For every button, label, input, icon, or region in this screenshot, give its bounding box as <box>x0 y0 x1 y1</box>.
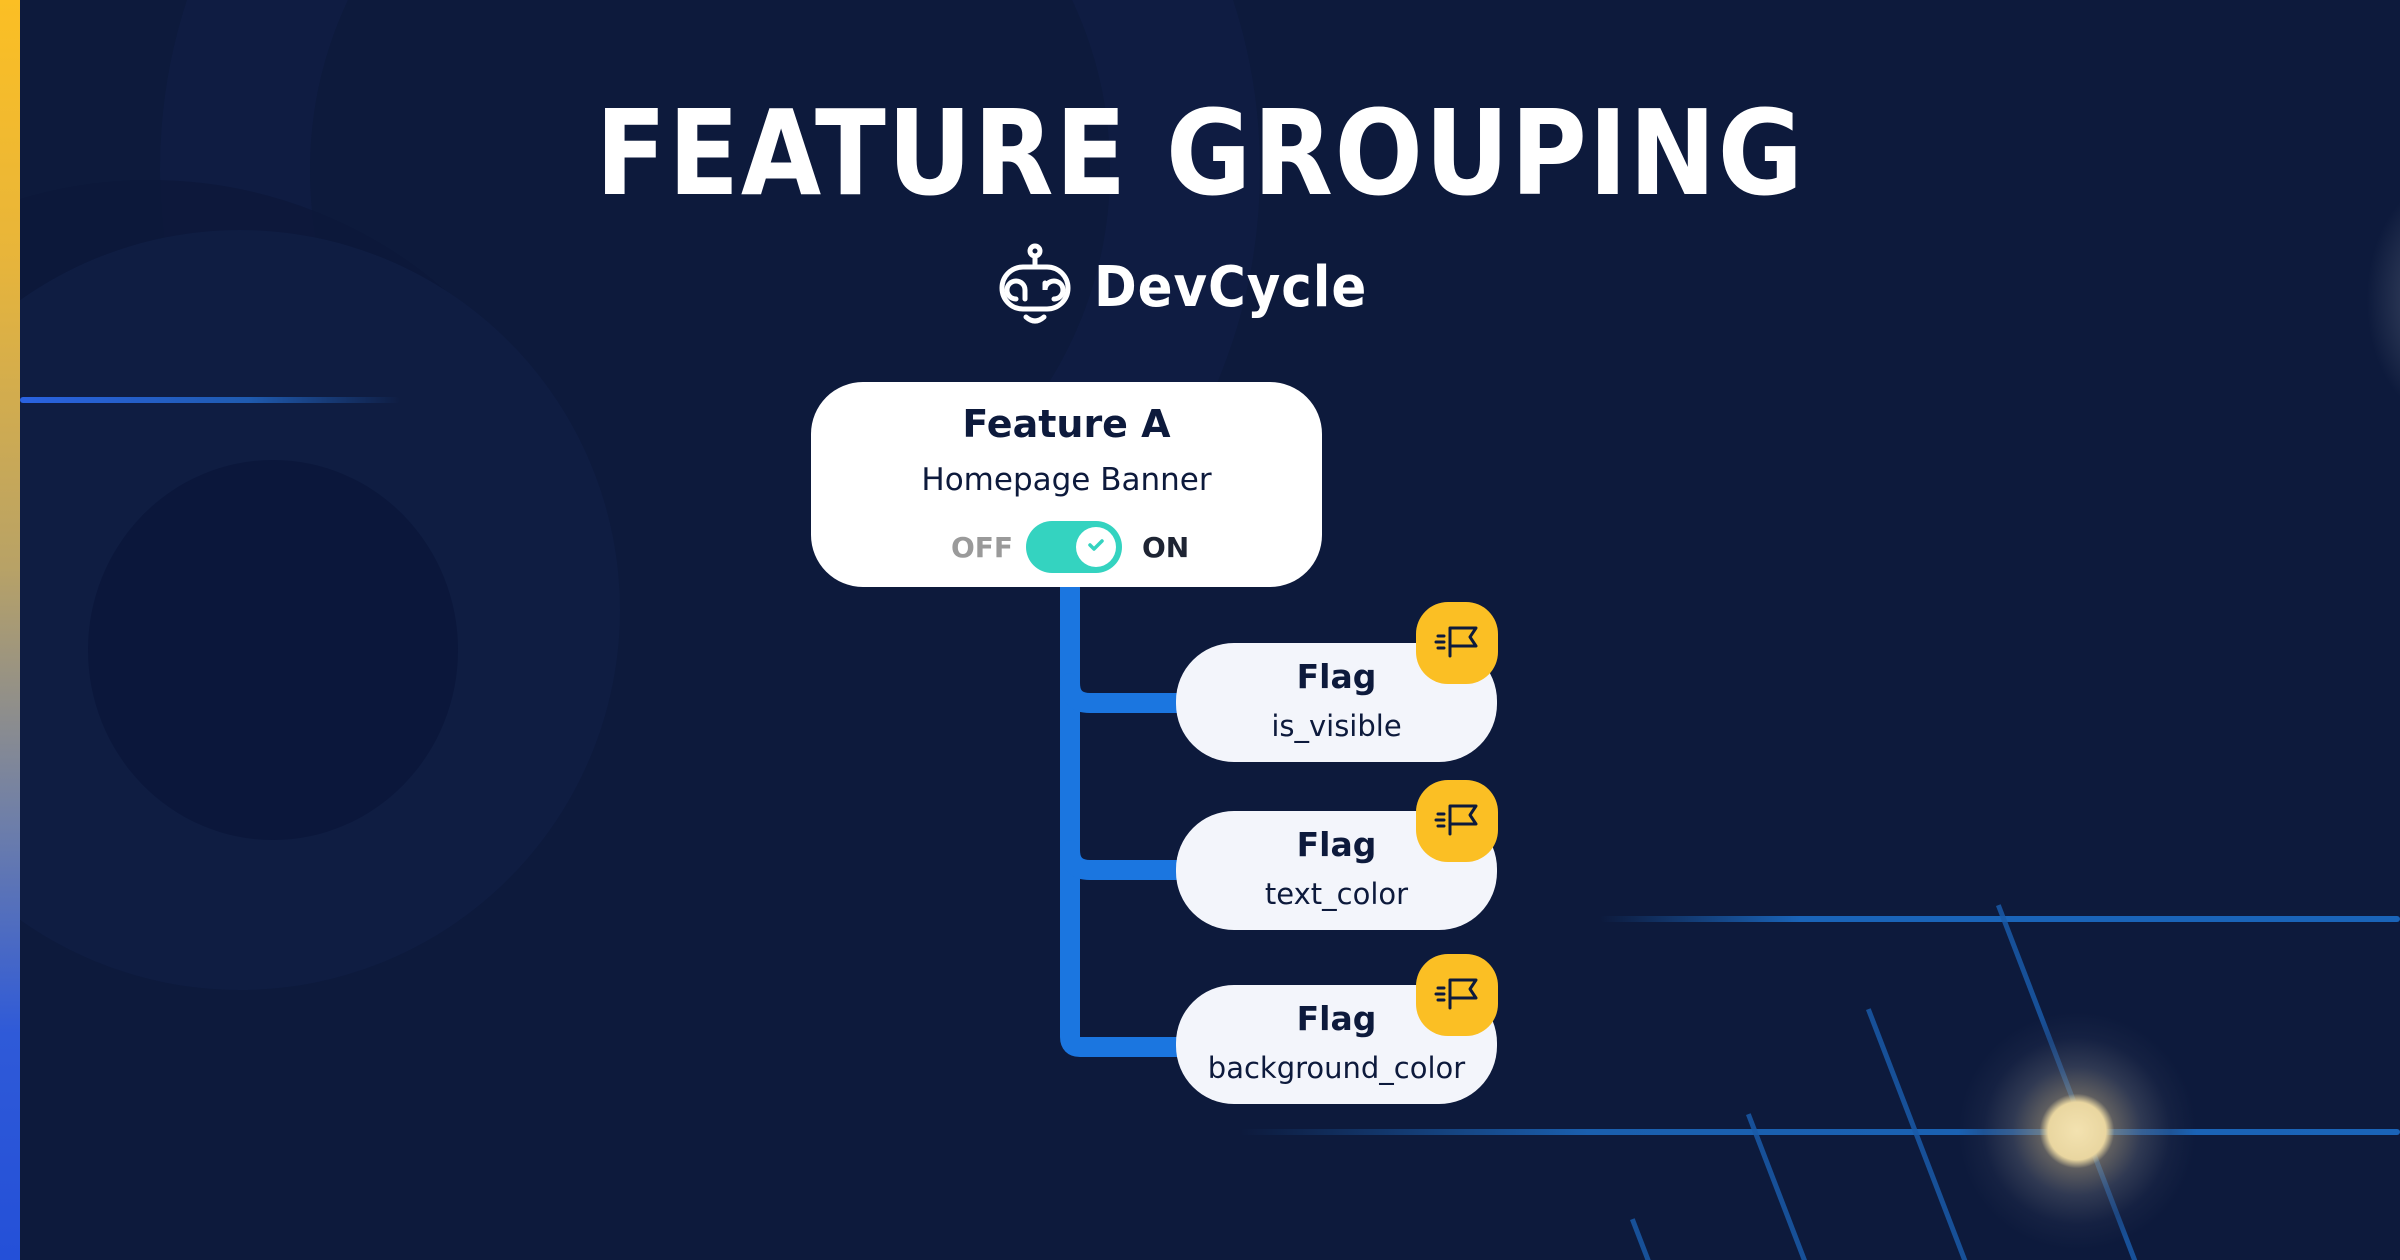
flag-badge <box>1416 954 1498 1036</box>
feature-toggle[interactable] <box>1026 521 1122 573</box>
feature-name: Homepage Banner <box>921 462 1212 498</box>
flag-icon <box>1434 976 1480 1014</box>
feature-label: Feature A <box>962 402 1171 446</box>
page-title: FEATURE GROUPING <box>595 84 1805 222</box>
light-orb <box>1957 1011 2197 1251</box>
feature-card[interactable]: Feature A Homepage Banner OFF ON <box>811 382 1322 587</box>
flag-label: Flag <box>1296 999 1377 1038</box>
toggle-on-label: ON <box>1142 531 1190 564</box>
left-accent-bar <box>0 0 20 1260</box>
check-icon <box>1085 534 1107 560</box>
robot-logo-icon <box>998 243 1072 331</box>
toggle-off-label: OFF <box>951 531 1014 564</box>
flag-badge <box>1416 780 1498 862</box>
flag-label: Flag <box>1296 825 1377 864</box>
feature-toggle-row: OFF ON <box>811 521 1322 575</box>
brand-name: DevCycle <box>1094 254 1368 320</box>
flag-icon <box>1434 802 1480 840</box>
glow-line <box>20 397 400 403</box>
flag-name: background_color <box>1207 1051 1466 1085</box>
background-circle-inner <box>88 460 458 840</box>
flag-icon <box>1434 624 1480 662</box>
toggle-knob <box>1076 527 1116 567</box>
glow-line <box>1240 1129 2400 1135</box>
flag-name: text_color <box>1264 877 1409 911</box>
brand-logo: DevCycle <box>998 243 1391 331</box>
flag-badge <box>1416 602 1498 684</box>
flag-label: Flag <box>1296 657 1377 696</box>
flag-name: is_visible <box>1271 709 1402 743</box>
